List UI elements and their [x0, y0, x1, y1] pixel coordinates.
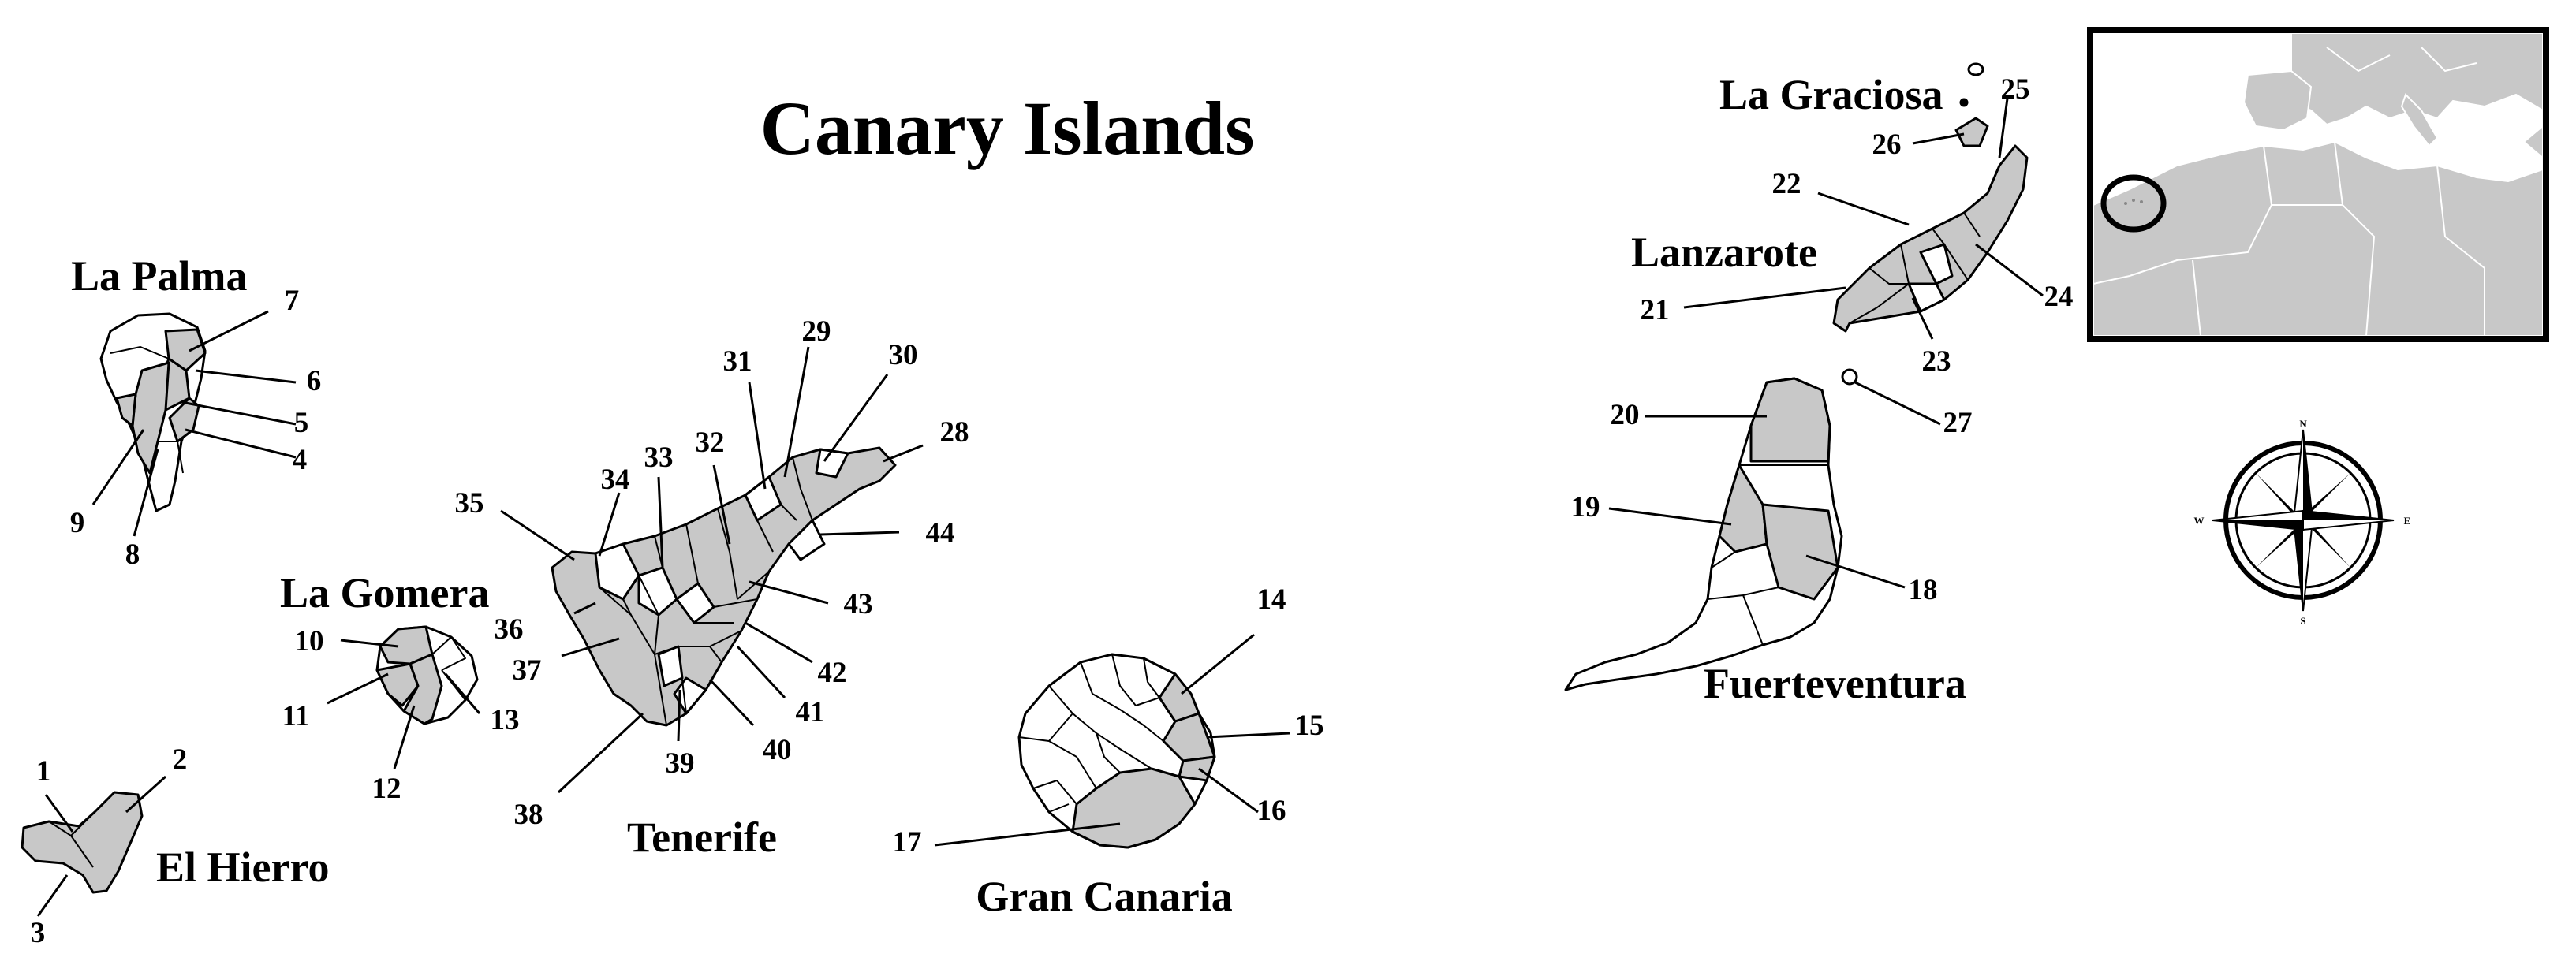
label-6: 6	[307, 365, 322, 397]
compass-s: S	[2300, 615, 2305, 627]
label-28: 28	[940, 416, 969, 449]
label-43: 43	[844, 588, 873, 620]
label-37: 37	[513, 654, 542, 687]
municipality-17	[1071, 767, 1197, 849]
inset-locator-map	[2087, 27, 2549, 342]
label-tenerife: Tenerife	[627, 814, 777, 861]
label-7: 7	[285, 285, 300, 317]
label-la-graciosa: La Graciosa	[1719, 71, 1943, 118]
island-la-graciosa	[1954, 62, 1989, 147]
label-la-gomera: La Gomera	[280, 569, 489, 617]
label-34: 34	[601, 464, 630, 496]
label-23: 23	[1922, 345, 1951, 378]
label-15: 15	[1295, 710, 1324, 742]
label-27: 27	[1943, 407, 1973, 439]
island-la-palma	[99, 312, 207, 512]
leader-lines	[36, 98, 2044, 917]
label-35: 35	[455, 487, 484, 520]
label-41: 41	[796, 696, 825, 728]
label-lanzarote: Lanzarote	[1631, 229, 1817, 276]
label-8: 8	[125, 538, 140, 571]
label-22: 22	[1772, 168, 1801, 200]
label-21: 21	[1641, 294, 1670, 326]
label-el-hierro: El Hierro	[156, 844, 329, 891]
label-42: 42	[818, 657, 847, 689]
label-38: 38	[514, 799, 543, 831]
municipality-labels: 7 6 5 4 9 8 1 2 3 10 11 12 13 35 34 33 3…	[31, 73, 2074, 949]
label-11: 11	[282, 700, 310, 732]
label-44: 44	[926, 517, 955, 549]
municipality-9	[115, 393, 137, 427]
label-17: 17	[893, 826, 922, 859]
label-16: 16	[1257, 795, 1286, 827]
label-3: 3	[31, 917, 46, 949]
compass-rose: N E S W	[2194, 418, 2411, 627]
label-la-palma: La Palma	[71, 252, 248, 300]
island-el-hierro	[21, 791, 144, 894]
label-14: 14	[1257, 583, 1286, 616]
label-2: 2	[173, 743, 188, 776]
island-fuerteventura	[1564, 368, 1858, 691]
compass-e: E	[2404, 515, 2411, 527]
label-fuerteventura: Fuerteventura	[1704, 660, 1966, 707]
label-40: 40	[763, 734, 792, 766]
island-la-gomera	[375, 625, 479, 725]
label-12: 12	[372, 773, 401, 805]
label-31: 31	[723, 345, 752, 378]
label-1: 1	[36, 755, 51, 788]
compass-n: N	[2299, 418, 2307, 430]
compass-w: W	[2194, 515, 2205, 527]
label-25: 25	[2001, 73, 2030, 106]
municipality-20	[1749, 377, 1831, 463]
label-20: 20	[1611, 399, 1640, 431]
label-32: 32	[696, 427, 725, 459]
label-13: 13	[491, 704, 520, 736]
label-26: 26	[1872, 129, 1902, 161]
label-4: 4	[293, 444, 308, 476]
label-19: 19	[1571, 491, 1600, 523]
island-gran-canaria	[1017, 653, 1216, 849]
label-24: 24	[2044, 281, 2074, 313]
label-gran-canaria: Gran Canaria	[976, 873, 1233, 920]
municipality-7	[164, 328, 207, 372]
label-39: 39	[666, 747, 695, 780]
label-33: 33	[644, 441, 674, 474]
island-lanzarote	[1832, 144, 2029, 333]
map-title: Canary Islands	[760, 86, 1255, 170]
label-18: 18	[1909, 574, 1938, 606]
label-36: 36	[495, 613, 524, 646]
label-9: 9	[70, 507, 85, 539]
island-tenerife	[551, 446, 897, 727]
label-10: 10	[295, 625, 324, 657]
label-30: 30	[889, 339, 918, 371]
label-29: 29	[802, 315, 831, 348]
label-5: 5	[294, 407, 309, 439]
